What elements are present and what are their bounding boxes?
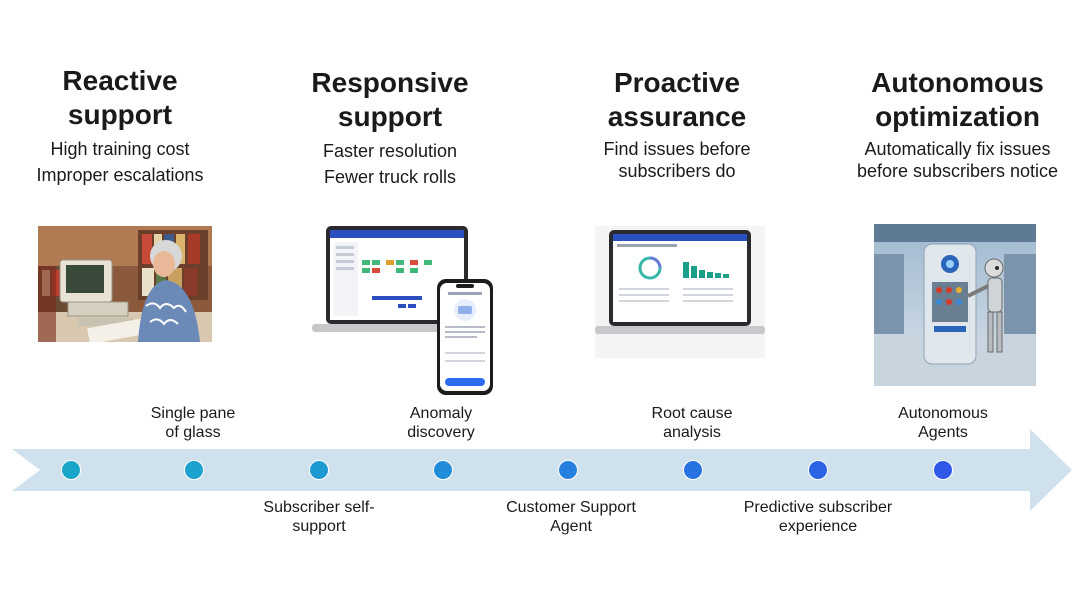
laptop-analytics-image — [595, 226, 765, 358]
timeline-dot — [558, 460, 578, 480]
phone-app-image — [436, 278, 494, 396]
timeline-dot — [933, 460, 953, 480]
timeline-dot — [808, 460, 828, 480]
timeline-dot — [683, 460, 703, 480]
milestone-label: Subscriber self-support — [263, 499, 375, 535]
vintage-computer-photo — [38, 226, 212, 342]
robot-illustration — [874, 224, 1036, 386]
timeline-dot — [433, 460, 453, 480]
timeline-dot — [309, 460, 329, 480]
timeline-dot — [61, 460, 81, 480]
timeline-dot — [184, 460, 204, 480]
